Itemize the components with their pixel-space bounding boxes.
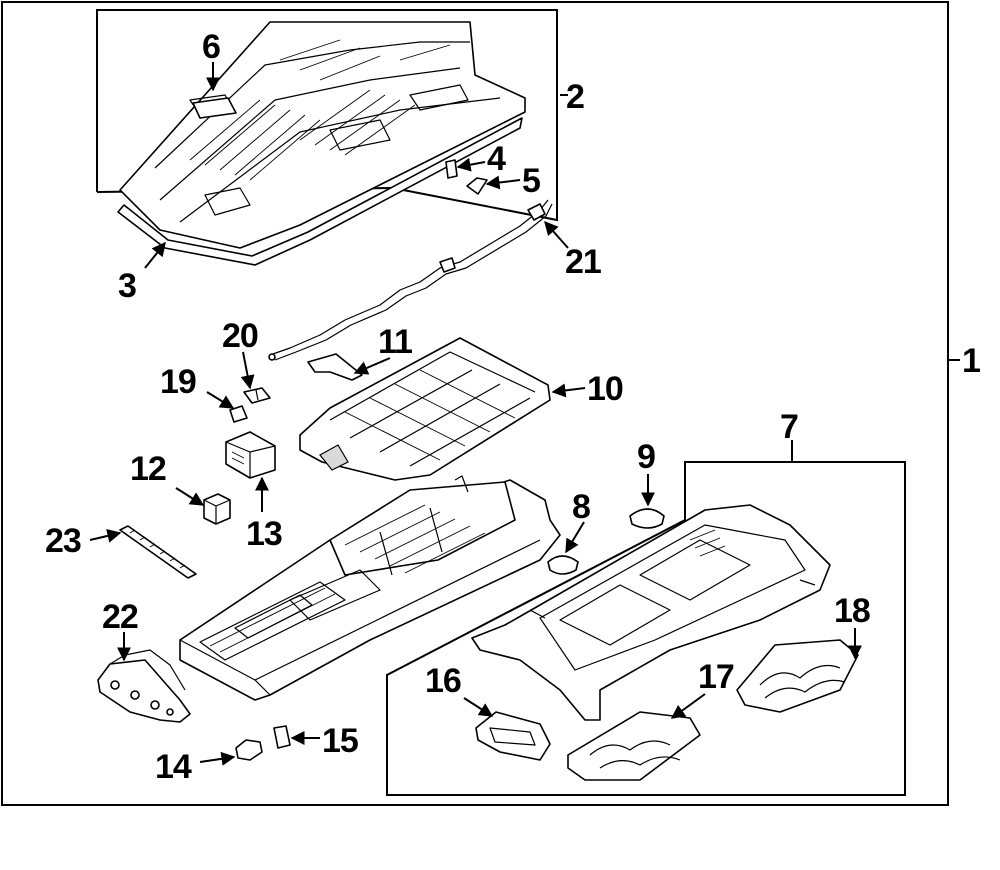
wiring-harness <box>268 199 553 361</box>
callout-14: 14 <box>155 748 192 786</box>
mounting-tray <box>299 337 551 481</box>
cover-gasket <box>117 117 523 266</box>
small-label-4 <box>445 159 458 179</box>
connector-harness-22 <box>97 649 191 723</box>
group-7-bracket-frame <box>386 461 906 796</box>
battery-pack-main <box>179 475 561 701</box>
callout-19: 19 <box>160 363 196 401</box>
callout-15: 15 <box>322 722 358 760</box>
callout-2: 2 <box>566 78 584 116</box>
callout-labels: 1 2 3 4 5 6 7 8 9 10 11 12 13 14 15 16 1… <box>45 28 981 786</box>
connector-14 <box>235 739 263 761</box>
clip-19 <box>229 405 248 423</box>
mount-bushing-8 <box>547 555 579 575</box>
callout-6: 6 <box>202 28 220 66</box>
callout-11: 11 <box>378 323 412 361</box>
callout-18: 18 <box>834 592 870 630</box>
leader-lines <box>89 62 960 766</box>
skid-plate-18 <box>736 639 859 713</box>
underbody-frame <box>471 504 831 721</box>
callout-12: 12 <box>130 450 166 488</box>
cap-15 <box>273 725 291 749</box>
mount-bushing-9 <box>629 508 665 529</box>
sensor-strip <box>119 525 197 579</box>
small-label-5 <box>466 177 488 195</box>
callout-23: 23 <box>45 522 81 560</box>
junction-box <box>225 431 276 479</box>
callout-10: 10 <box>587 370 623 408</box>
callout-8: 8 <box>572 488 590 526</box>
callout-5: 5 <box>522 162 540 200</box>
skid-plate-16 <box>475 711 551 761</box>
callout-4: 4 <box>487 140 506 178</box>
callout-21: 21 <box>565 243 601 281</box>
callout-7: 7 <box>780 408 798 446</box>
callout-22: 22 <box>102 598 138 636</box>
battery-upper-cover <box>119 21 526 249</box>
callout-9: 9 <box>637 438 655 476</box>
relay-12 <box>203 493 231 525</box>
callout-17: 17 <box>698 658 734 696</box>
bracket-20 <box>243 387 271 404</box>
callout-20: 20 <box>222 317 258 355</box>
insulator-plate <box>307 353 363 381</box>
warning-label <box>192 97 237 119</box>
callout-16: 16 <box>425 662 461 700</box>
outer-frame <box>1 1 949 806</box>
callout-13: 13 <box>246 515 282 553</box>
skid-plate-17 <box>567 711 701 781</box>
callout-3: 3 <box>118 267 136 305</box>
callout-1: 1 <box>962 342 980 380</box>
